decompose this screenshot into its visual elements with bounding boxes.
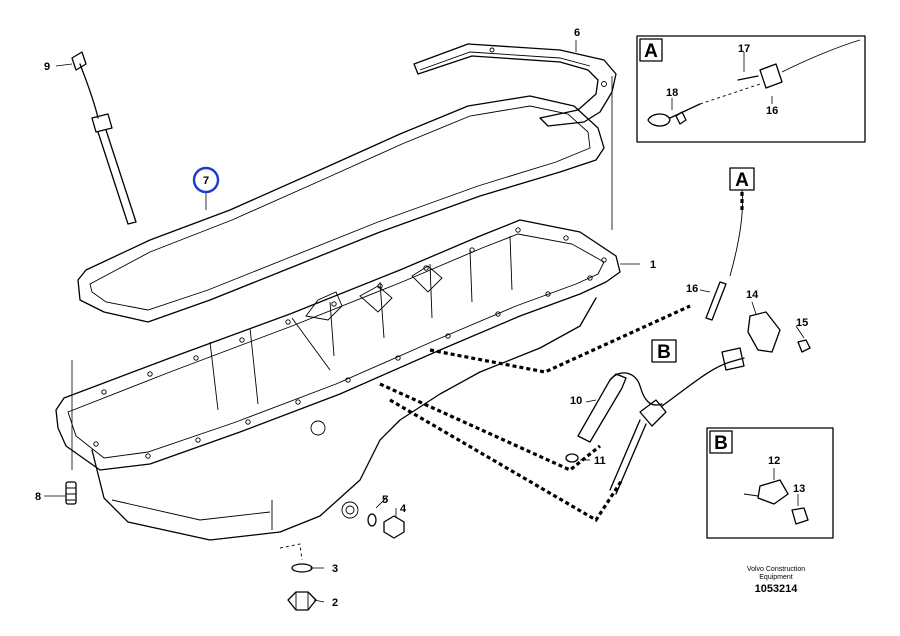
callout-9: 9 xyxy=(44,61,50,73)
cable-16 xyxy=(661,189,745,407)
detail-box-b: B xyxy=(706,427,834,539)
caption-line-2: Equipment xyxy=(759,574,793,581)
callout-16: 16 xyxy=(686,283,698,295)
document-number: 1053214 xyxy=(755,583,799,595)
callout-16-detail: 16 xyxy=(766,105,778,117)
callout-14: 14 xyxy=(746,289,759,301)
callout-11: 11 xyxy=(594,455,606,467)
detail-box-a: A xyxy=(636,35,866,143)
plug-4 xyxy=(383,515,405,539)
callout-5: 5 xyxy=(382,494,388,506)
bolt-15 xyxy=(797,339,811,353)
callout-17: 17 xyxy=(738,43,750,55)
callout-12: 12 xyxy=(768,455,780,467)
callout-7: 7 xyxy=(203,175,209,187)
highlight-circle-7 xyxy=(192,166,220,194)
drain-plug-2 xyxy=(287,591,317,611)
dipstick-9 xyxy=(71,51,137,225)
bracket-plate-6 xyxy=(413,43,617,127)
sensor-8 xyxy=(65,481,77,505)
dashed-route-2 xyxy=(379,382,601,472)
o-ring-11 xyxy=(565,453,579,463)
callout-4: 4 xyxy=(400,503,407,515)
dashed-route-1 xyxy=(429,304,691,374)
detail-letter-b: B xyxy=(714,433,728,454)
caption-line-1: Volvo Construction xyxy=(747,566,805,573)
reference-box-a: A xyxy=(729,167,755,210)
reference-letter-b: B xyxy=(657,342,671,363)
detail-letter-a: A xyxy=(644,41,658,62)
callout-2: 2 xyxy=(332,597,338,609)
washer-3 xyxy=(291,563,313,573)
reference-box-b: B xyxy=(651,339,677,363)
callout-1: 1 xyxy=(650,259,656,271)
seal-5 xyxy=(367,513,377,527)
callout-3: 3 xyxy=(332,563,338,575)
callout-13: 13 xyxy=(793,483,805,495)
dipstick-tube-10 xyxy=(577,372,667,495)
callout-18: 18 xyxy=(666,87,678,99)
callout-15: 15 xyxy=(796,317,808,329)
dashed-route-drain xyxy=(279,543,303,561)
gasket-7 xyxy=(77,95,605,323)
bracket-14 xyxy=(747,311,781,353)
callout-6: 6 xyxy=(574,27,580,39)
leader-lines xyxy=(44,40,805,603)
dashed-route-3 xyxy=(389,398,624,523)
callout-8: 8 xyxy=(35,491,41,503)
reference-letter-a: A xyxy=(735,170,749,191)
oil-pan-1 xyxy=(55,219,621,541)
callout-10: 10 xyxy=(570,395,582,407)
